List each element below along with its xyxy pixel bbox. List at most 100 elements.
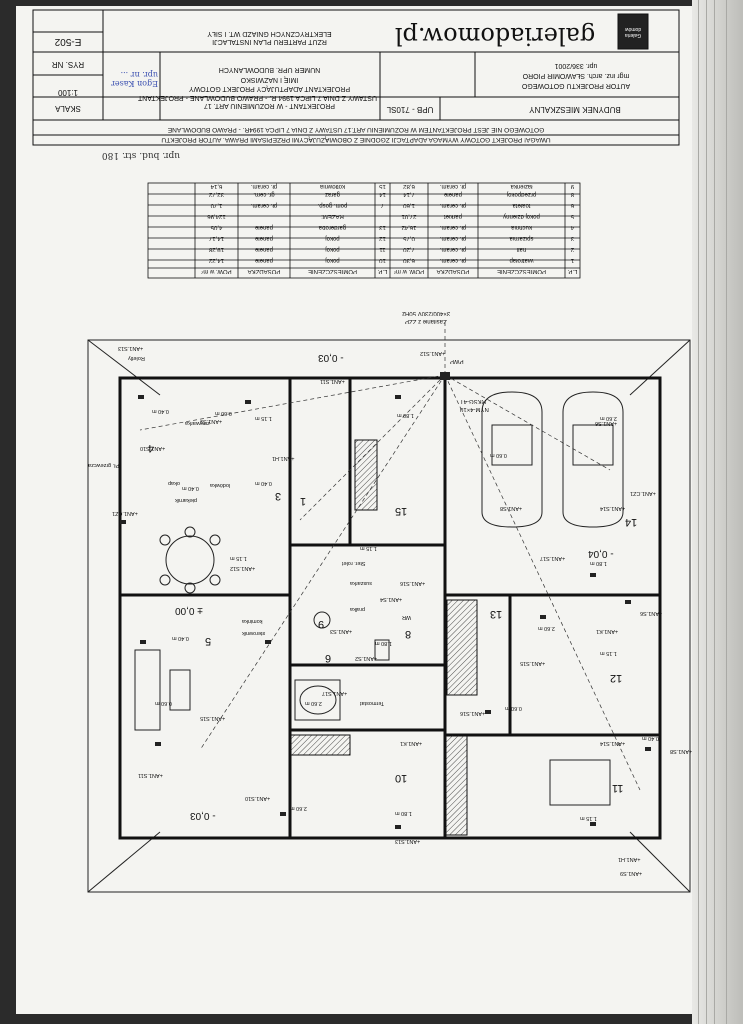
table-cell: kotłownia <box>320 183 346 189</box>
table-cell: 7,14 <box>403 191 415 197</box>
table-cell: hall <box>516 246 527 252</box>
equipment-label: Termostat <box>360 700 385 706</box>
table-cell: 13 <box>379 224 386 230</box>
socket-label: +AN1.S14 <box>600 740 626 746</box>
pwp-label: PWP <box>450 358 464 364</box>
dining-table <box>159 526 221 594</box>
height-label: 1.15 m <box>230 555 247 561</box>
handwritten-note: upr. bud. str. 180 <box>101 150 180 160</box>
room-number: 11 <box>612 782 624 794</box>
table-cell: 6,30 <box>403 257 415 263</box>
room-number: 13 <box>490 608 503 620</box>
table-cell: garaż <box>325 191 341 197</box>
table-cell: parkiet <box>444 213 463 219</box>
room-number: 3 <box>275 490 282 502</box>
equipment-label: kominka <box>242 618 263 624</box>
table-cell: 7 <box>380 202 385 208</box>
building-type: BUDYNEK MIESZKALNY <box>529 105 621 114</box>
table-cell: pom. gosp. <box>317 202 348 208</box>
table-cell: 32,72 <box>209 191 225 197</box>
height-label: 1.80 m <box>395 810 412 816</box>
table-cell: wiatrołap <box>509 257 534 263</box>
binder-spine <box>692 0 743 1024</box>
socket-label: +AN1.S17 <box>322 690 348 696</box>
sheet-label: RYS. NR <box>51 60 85 69</box>
table-cell: toaleta <box>512 202 531 208</box>
table-cell: panele <box>443 191 463 197</box>
height-label: 0.60 m <box>155 700 172 706</box>
level-mark: - 0,04 <box>588 548 614 559</box>
table-cell: panele <box>254 246 274 252</box>
scale-value: 1:100 <box>57 88 79 97</box>
bathroom-fixtures <box>294 611 390 721</box>
room-number: 1 <box>300 495 307 507</box>
scale-label: SKALA <box>55 104 81 113</box>
socket-label: +AN1.S12 <box>230 565 256 571</box>
handwritten-signature: Egon Kaser upr. nr ... <box>111 70 158 88</box>
height-label: 0.40 m <box>152 408 169 414</box>
socket-label: +AN1.CZ1 <box>112 510 138 516</box>
height-label: 1.80 m <box>397 412 414 418</box>
table-header-cell: L.P. <box>377 268 388 274</box>
height-label: 1.15 m <box>580 815 597 821</box>
equipment-label: WR <box>402 614 412 620</box>
equipment-label: sterownik <box>242 630 266 636</box>
socket-label: +AN1.CZ1 <box>630 490 656 496</box>
equipment-label: lodówka <box>210 482 231 488</box>
table-header-cell: L.P. <box>567 268 578 274</box>
table-header-cell: POW. w m² <box>201 268 232 274</box>
room-number: 5 <box>205 635 212 647</box>
author-label: AUTOR PROJEKTU GOTOWEGO <box>521 82 631 89</box>
room-number: 10 <box>395 772 408 784</box>
socket-label: +AN1.K1 <box>400 740 423 746</box>
table-header-cell: POSADZKA <box>436 268 470 274</box>
height-label: 0.60 m <box>215 410 232 416</box>
table-cell: 2 <box>570 246 575 252</box>
table-cell: panele <box>254 235 274 241</box>
table-cell: 1,60 <box>403 202 415 208</box>
table-header-cell: POW. w m² <box>393 268 425 274</box>
height-label: 2.60 m <box>305 700 322 706</box>
level-mark: - 0,03 <box>318 352 344 363</box>
level-mark: - 0,03 <box>190 810 216 821</box>
table-cell: 5 <box>570 213 575 219</box>
table-cell: 1,70 <box>210 202 223 208</box>
height-label: 2.60 m <box>600 415 617 421</box>
table-header-cell: POSADZKA <box>247 268 281 274</box>
roof-outline <box>87 339 691 893</box>
socket-label: +AN1.S3 <box>330 628 353 634</box>
drawing-subtitle: ELEKTRYCZNYCH GNIAZD WT. I SIŁY <box>207 30 332 37</box>
socket-label: +AN1.S13 <box>118 345 144 351</box>
table-cell: pł. ceram. <box>439 246 467 252</box>
table-cell: RAZEM: <box>321 213 344 219</box>
table-cell: 8 <box>570 191 575 197</box>
socket-label: +AN1.S11 <box>138 772 163 778</box>
sheet-value: E-502 <box>54 36 82 47</box>
room-number: 6 <box>325 652 332 664</box>
table-cell: 1 <box>570 257 575 263</box>
height-label: 2.60 m <box>290 805 307 811</box>
brand-logo: Galeria domów <box>624 26 642 38</box>
table-cell: kuchnia <box>511 224 532 230</box>
room-table <box>147 182 581 279</box>
height-label: 0.40 m <box>172 635 189 641</box>
socket-label: +AN1.H1 <box>272 455 295 461</box>
room-number: 14 <box>625 516 638 528</box>
table-cell: 124,96 <box>207 213 226 219</box>
room-number: 12 <box>610 672 623 684</box>
socket-label: +AN1.S13 <box>395 838 421 844</box>
table-cell: 0,75 <box>403 235 415 241</box>
table-cell: przedpokój <box>506 191 537 197</box>
table-header-cell: POMIESZCZENIE <box>497 268 547 274</box>
table-cell: pokój <box>325 257 340 263</box>
title-block <box>32 9 680 146</box>
height-label: 0.60 m <box>505 705 522 711</box>
table-cell: 7,20 <box>403 246 415 252</box>
equipment-label: zmywarka <box>185 420 210 426</box>
drawing-title: RZUT PARTERU PLAN INSTALACJI <box>212 38 327 45</box>
garage-cars <box>481 391 624 528</box>
height-label: 0.40 m <box>255 480 272 486</box>
author-name: mgr inż. arch. SŁAWOMIR PIORO <box>522 72 630 79</box>
equipment-label: suszarka <box>350 580 373 586</box>
socket-markers <box>120 372 651 829</box>
